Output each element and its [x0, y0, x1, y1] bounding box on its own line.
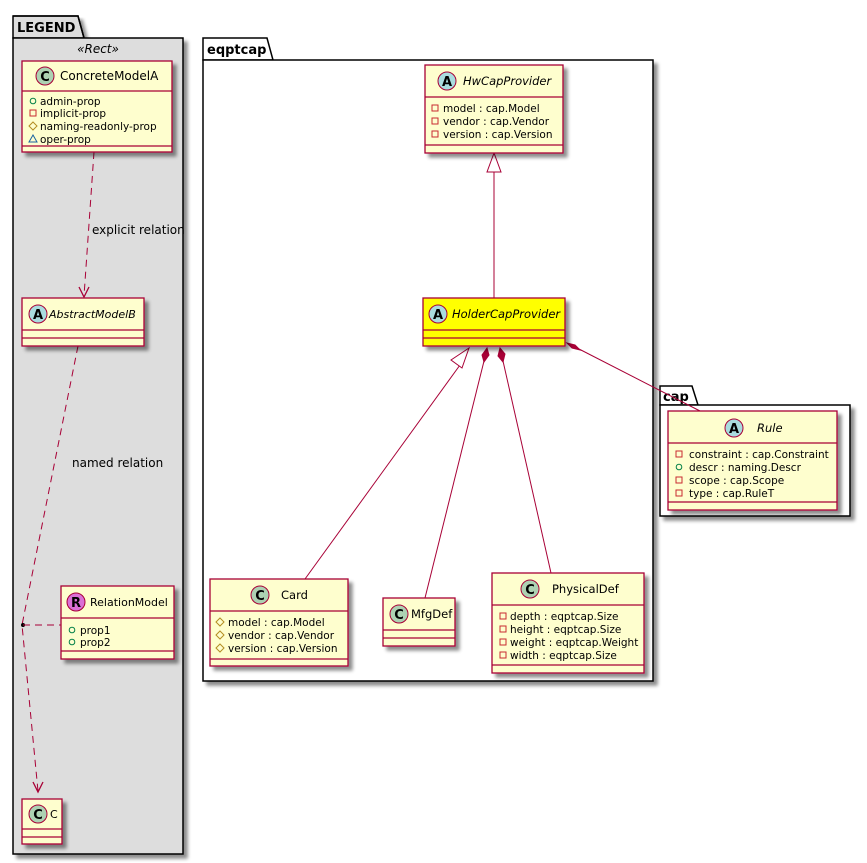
class-name: HwCapProvider: [463, 74, 553, 88]
class-type-c-icon: [250, 585, 270, 605]
svg-text:C: C: [33, 808, 43, 823]
class-type-c-icon: [389, 604, 409, 624]
visibility-package-icon: [28, 133, 38, 143]
svg-text:C: C: [255, 589, 265, 604]
class-type-a-icon: [28, 304, 48, 324]
visibility-public-icon: [68, 626, 76, 634]
attribute: width : eqptcap.Size: [510, 650, 617, 662]
relation-explicit-label: explicit relation: [92, 223, 185, 237]
class-name: RelationModel: [90, 596, 168, 609]
class-type-r-icon: [66, 592, 86, 612]
svg-text:A: A: [442, 75, 452, 90]
visibility-public-icon: [68, 638, 76, 646]
class-type-a-icon: [724, 418, 744, 438]
package-legend-stereotype: «Rect»: [77, 42, 119, 56]
visibility-private-icon: [499, 638, 507, 646]
svg-text:R: R: [71, 596, 81, 611]
class-type-c-icon: [520, 579, 540, 599]
visibility-private-icon: [499, 651, 507, 659]
svg-text:C: C: [394, 608, 404, 623]
svg-text:C: C: [40, 70, 50, 85]
attribute: oper-prop: [40, 134, 91, 146]
visibility-private-icon: [431, 130, 439, 138]
visibility-protected-icon: [215, 643, 225, 653]
attribute: descr : naming.Descr: [689, 462, 802, 474]
visibility-protected-icon: [215, 617, 225, 627]
attribute: model : cap.Model: [228, 617, 325, 629]
package-cap-title: cap: [663, 390, 689, 405]
attribute: type : cap.RuleT: [689, 488, 775, 500]
visibility-private-icon: [675, 489, 683, 497]
class-name: C: [50, 808, 58, 821]
class-name: AbstractModelB: [48, 308, 136, 321]
relation-holder-composes-physicaldef: [497, 346, 552, 574]
class-type-c-icon: [28, 804, 48, 824]
class-name: HolderCapProvider: [452, 307, 561, 321]
attribute: height : eqptcap.Size: [510, 624, 621, 636]
package-legend-title: LEGEND: [17, 21, 76, 36]
visibility-private-icon: [675, 476, 683, 484]
attribute: depth : eqptcap.Size: [510, 611, 618, 623]
class-rule[interactable]: [667, 410, 838, 511]
relation-holder-composes-mfgdef: [424, 346, 490, 599]
svg-text:A: A: [33, 308, 43, 323]
attribute: version : cap.Version: [443, 129, 553, 141]
visibility-private-icon: [29, 109, 37, 117]
relation-holder-composes-rule: [565, 342, 701, 412]
visibility-private-icon: [499, 612, 507, 620]
class-holder-cap-provider[interactable]: [422, 297, 566, 347]
attribute: naming-readonly-prop: [40, 121, 157, 133]
class-name: Rule: [757, 421, 783, 435]
relation-holder-extends-hw: [486, 151, 502, 298]
class-type-a-icon: [437, 71, 457, 91]
attribute: version : cap.Version: [228, 643, 338, 655]
relation-card-extends-holder: [304, 346, 470, 580]
attribute: weight : eqptcap.Weight: [510, 637, 638, 649]
relation-named: named relation: [21, 345, 163, 794]
visibility-public-icon: [675, 463, 683, 471]
class-type-a-icon: [428, 304, 448, 324]
class-name: ConcreteModelA: [60, 69, 159, 83]
relation-named-label: named relation: [72, 456, 163, 470]
attribute: vendor : cap.Vendor: [443, 116, 550, 128]
svg-text:A: A: [729, 422, 739, 437]
visibility-private-icon: [675, 450, 683, 458]
class-name: PhysicalDef: [552, 582, 620, 596]
attribute: prop1: [80, 625, 111, 637]
attribute: scope : cap.Scope: [689, 475, 784, 487]
class-physicaldef[interactable]: [491, 572, 645, 674]
package-eqptcap-title: eqptcap: [207, 43, 266, 58]
relation-explicit: explicit relation: [78, 151, 185, 299]
attribute: prop2: [80, 637, 111, 649]
class-name: Card: [281, 588, 308, 602]
class-card[interactable]: [209, 578, 349, 667]
attribute: model : cap.Model: [443, 103, 540, 115]
visibility-private-icon: [499, 625, 507, 633]
attribute: implicit-prop: [40, 108, 106, 120]
attribute: admin-prop: [40, 96, 101, 108]
visibility-protected-icon: [215, 630, 225, 640]
package-legend: LEGEND «Rect»: [12, 15, 184, 855]
attribute: vendor : cap.Vendor: [228, 630, 335, 642]
visibility-private-icon: [431, 104, 439, 112]
class-name: MfgDef: [411, 607, 453, 621]
visibility-protected-icon: [28, 121, 38, 131]
class-type-c-icon: [35, 66, 55, 86]
visibility-public-icon: [29, 97, 37, 105]
attribute: constraint : cap.Constraint: [689, 449, 829, 461]
svg-text:A: A: [433, 308, 443, 323]
visibility-private-icon: [431, 117, 439, 125]
svg-text:C: C: [525, 583, 535, 598]
